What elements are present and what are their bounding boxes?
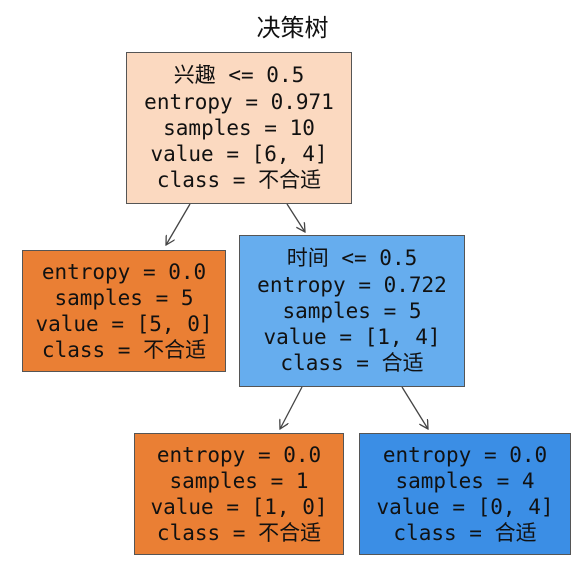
rr-class: class = 合适	[393, 521, 537, 546]
rl-entropy: entropy = 0.0	[156, 442, 322, 467]
right-value: value = [1, 4]	[263, 325, 441, 350]
rl-value: value = [1, 0]	[150, 495, 328, 519]
left-value: value = [5, 0]	[35, 312, 213, 336]
root-samples: samples = 10	[163, 115, 315, 140]
rr-samples: samples = 4	[395, 468, 535, 493]
left-samples: samples = 5	[54, 285, 194, 310]
edge-root-right	[286, 203, 305, 232]
root-entropy: entropy = 0.971	[144, 89, 334, 114]
node-left-leaf: entropy = 0.0 samples = 5 value = [5, 0]…	[22, 250, 226, 372]
rl-class: class = 不合适	[156, 521, 322, 546]
root-value: value = [6, 4]	[150, 142, 328, 167]
rl-samples: samples = 1	[169, 468, 309, 493]
right-split: 时间 <= 0.5	[286, 246, 418, 271]
edge-root-left	[166, 203, 191, 245]
node-root: 兴趣 <= 0.5 entropy = 0.971 samples = 10 v…	[126, 52, 352, 204]
node-right-right-leaf: entropy = 0.0 samples = 4 value = [0, 4]…	[359, 433, 571, 555]
right-samples: samples = 5	[282, 298, 422, 323]
diagram-title: 决策树	[256, 14, 329, 42]
left-entropy: entropy = 0.0	[41, 259, 207, 284]
right-class: class = 合适	[280, 351, 424, 376]
rr-entropy: entropy = 0.0	[382, 442, 548, 467]
node-right-left-leaf: entropy = 0.0 samples = 1 value = [1, 0]…	[134, 433, 344, 555]
node-right: 时间 <= 0.5 entropy = 0.722 samples = 5 va…	[239, 235, 465, 387]
edge-right-right	[401, 386, 428, 429]
right-entropy: entropy = 0.722	[257, 272, 447, 297]
root-class: class = 不合适	[156, 168, 322, 193]
left-class: class = 不合适	[41, 338, 207, 363]
root-split: 兴趣 <= 0.5	[173, 63, 305, 88]
rr-value: value = [0, 4]	[376, 495, 554, 519]
edge-right-left	[280, 386, 303, 429]
